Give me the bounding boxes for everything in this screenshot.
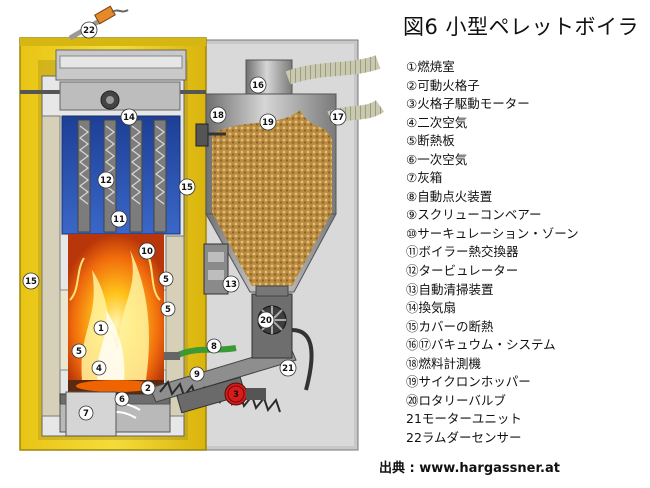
- callout-7: 7: [78, 405, 94, 421]
- callout-5a-label: 5: [76, 347, 82, 357]
- legend-item: ⑮カバーの断熱: [406, 318, 494, 334]
- callout-13-label: 13: [225, 280, 237, 290]
- legend-item: ⑲サイクロンホッパー: [406, 374, 531, 390]
- callout-12: 12: [97, 171, 115, 189]
- heat-exchanger: [61, 115, 181, 235]
- callout-19-label: 19: [262, 118, 274, 128]
- legend-item: ⑩サーキュレーション・ゾーン: [406, 225, 579, 241]
- callout-17-label: 17: [332, 113, 344, 123]
- callout-15a: 15: [178, 178, 196, 196]
- legend-item: ④二次空気: [406, 114, 468, 130]
- callout-1-label: 1: [98, 324, 104, 334]
- callout-4: 4: [91, 360, 107, 376]
- legend-item: ①燃焼室: [406, 59, 455, 74]
- legend-item: ③火格子駆動モーター: [406, 96, 530, 112]
- legend-item: ⑪ボイラー熱交換器: [406, 244, 519, 260]
- callout-6-label: 6: [119, 395, 125, 405]
- callout-8-label: 8: [211, 342, 217, 352]
- legend-item: ⑯⑰バキュウム・システム: [406, 337, 556, 353]
- top-cover: [20, 49, 206, 111]
- callout-15a-label: 15: [181, 183, 193, 193]
- callout-22-label: 22: [83, 26, 95, 36]
- legend-item: ⑱燃料計測機: [406, 355, 482, 371]
- callout-5c-label: 5: [163, 275, 169, 285]
- callout-5a: 5: [71, 343, 87, 359]
- callout-10-label: 10: [141, 247, 153, 257]
- callout-2: 2: [140, 380, 156, 396]
- legend-item: ⑫タービュレーター: [406, 263, 519, 279]
- legend-item: 21モーターユニット: [406, 411, 522, 427]
- callout-15b-label: 15: [25, 277, 37, 287]
- callout-9: 9: [189, 366, 205, 382]
- fuel-level-sensor: [195, 123, 226, 147]
- legend-item: ⑥一次空気: [406, 151, 468, 167]
- callout-2-label: 2: [145, 384, 151, 394]
- page-title: 図6 小型ペレットボイラ: [403, 15, 640, 39]
- source-credit: 出典 : www.hargassner.at: [379, 461, 560, 476]
- callout-20: 20: [257, 311, 275, 329]
- legend-list: ①燃焼室 ②可動火格子 ③火格子駆動モーター ④二次空気 ⑤断熱板 ⑥一次空気 …: [406, 58, 579, 447]
- legend-item: ⑬自動清掃装置: [406, 281, 494, 297]
- callout-18: 18: [209, 106, 227, 124]
- legend-item: ⑦灰箱: [406, 170, 443, 186]
- callout-15b: 15: [22, 272, 40, 290]
- callout-18-label: 18: [212, 111, 224, 121]
- callout-3-label: 3: [233, 390, 239, 400]
- callout-5c: 5: [158, 271, 174, 287]
- legend-item: ⑭換気扇: [406, 300, 457, 316]
- pellet-boiler-cutaway-diagram: 1 2 3 4 5 5 5 6 7 8 9 10 11 12 13 14 15 …: [19, 5, 385, 451]
- callout-10: 10: [138, 242, 156, 260]
- callout-11-label: 11: [113, 215, 125, 225]
- callout-17: 17: [329, 108, 347, 126]
- callout-1: 1: [93, 320, 109, 336]
- callout-5b: 5: [160, 301, 176, 317]
- legend-item: ⑧自動点火装置: [406, 188, 493, 204]
- callout-3: 3: [227, 385, 245, 403]
- legend-item: 22ラムダーセンサー: [406, 429, 522, 445]
- callout-16: 16: [249, 76, 267, 94]
- callout-4-label: 4: [96, 364, 102, 374]
- callout-6: 6: [114, 391, 130, 407]
- legend-item: ⑤断熱板: [406, 133, 455, 149]
- callout-14: 14: [120, 108, 138, 126]
- callout-16-label: 16: [252, 81, 264, 91]
- callout-9-label: 9: [194, 370, 200, 380]
- callout-21: 21: [279, 359, 297, 377]
- callout-20-label: 20: [260, 316, 272, 326]
- callout-13: 13: [222, 275, 240, 293]
- callout-11: 11: [110, 210, 128, 228]
- igniter: [164, 345, 237, 360]
- callout-21-label: 21: [282, 364, 294, 374]
- callout-19: 19: [259, 113, 277, 131]
- legend-item: ②可動火格子: [406, 77, 480, 93]
- cyclone-hopper: [205, 59, 337, 297]
- legend-item: ⑨スクリューコンベアー: [406, 207, 542, 223]
- callout-14-label: 14: [123, 113, 135, 123]
- callout-5b-label: 5: [165, 305, 171, 315]
- callout-8: 8: [206, 338, 222, 354]
- callout-22: 22: [80, 21, 98, 39]
- callout-12-label: 12: [100, 176, 112, 186]
- legend-item: ⑳ロタリーバルブ: [406, 392, 506, 408]
- callout-7-label: 7: [83, 409, 89, 419]
- lambda-sensor: [68, 5, 129, 41]
